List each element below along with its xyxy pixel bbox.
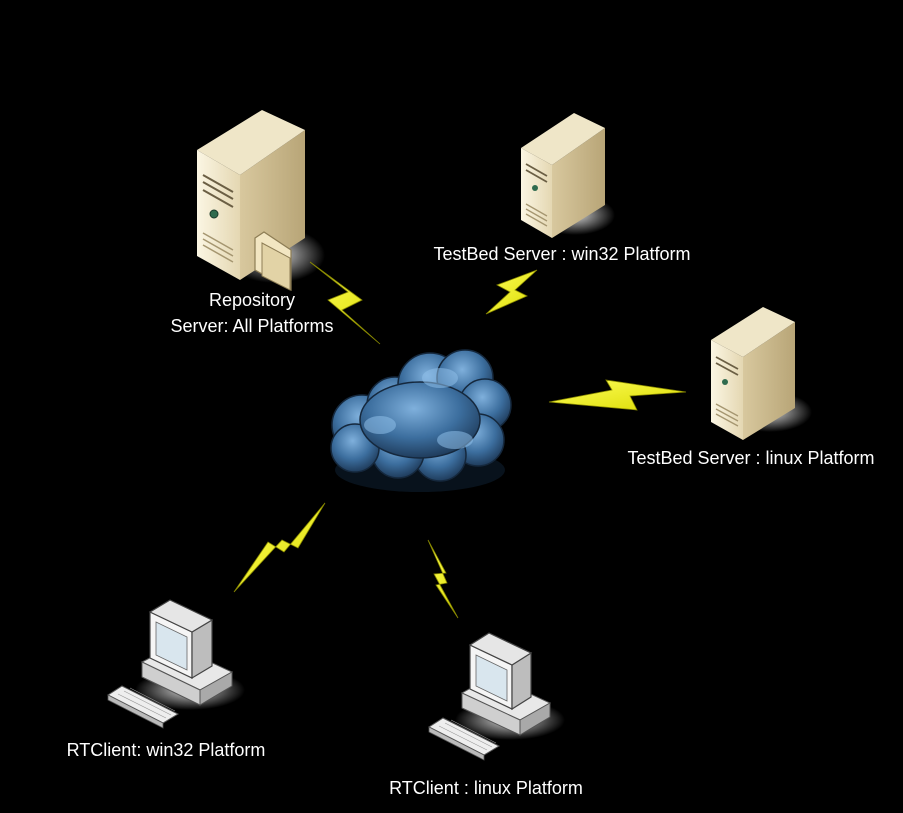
testbed-win32-server-label: TestBed Server : win32 Platform [433, 244, 691, 264]
folder-icon [254, 231, 292, 292]
rtclient-win32-computer-icon [106, 599, 245, 729]
repository-label-line1: Repository [208, 290, 296, 310]
network-cloud-icon [330, 349, 512, 492]
repository-label-line2: Server: All Platforms [170, 316, 334, 336]
repository-server-icon [197, 110, 325, 292]
testbed-win32-server-icon [521, 113, 615, 238]
rtclient-linux-label: RTClient : linux Platform [389, 778, 583, 798]
lightning-bolt-icon [309, 261, 381, 345]
repository-server-label: Repository Server: All Platforms [152, 287, 352, 339]
rtclient-win32-label: RTClient: win32 Platform [66, 740, 266, 760]
testbed-linux-server-label: TestBed Server : linux Platform [627, 448, 875, 468]
lightning-bolt-icon [548, 379, 687, 411]
lightning-bolt-icon [427, 539, 459, 619]
testbed-linux-server-icon [711, 307, 812, 440]
rtclient-linux-computer-icon [427, 632, 565, 761]
lightning-bolt-icon [485, 269, 538, 315]
lightning-bolt-icon [233, 502, 326, 593]
